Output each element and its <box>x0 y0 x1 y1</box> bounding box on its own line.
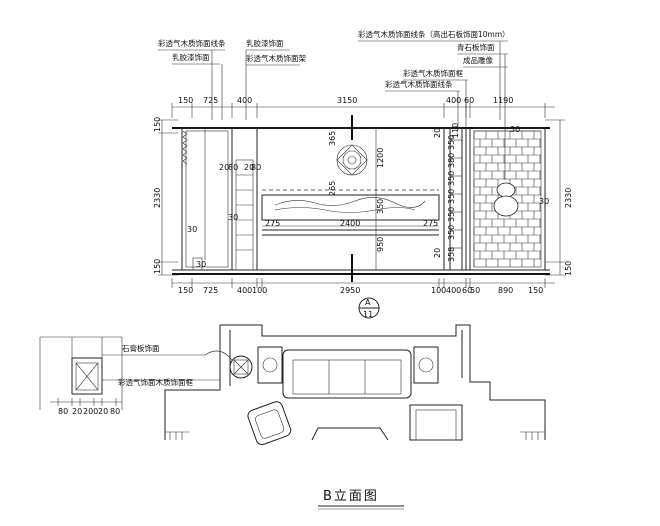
plan-coffee-table <box>311 427 389 441</box>
svg-text:20: 20 <box>219 163 229 172</box>
note-wood-frame-right: 彩透气木质饰面框 <box>403 68 463 78</box>
svg-text:20: 20 <box>433 128 442 138</box>
svg-text:30: 30 <box>196 260 206 269</box>
svg-text:890: 890 <box>498 286 513 295</box>
svg-text:150: 150 <box>528 286 543 295</box>
detail-note-frame: 彩透气饰面木质饰面框 <box>118 377 193 387</box>
svg-text:400: 400 <box>446 286 461 295</box>
plan-left-console <box>257 346 283 384</box>
svg-text:30: 30 <box>228 213 238 222</box>
section-marker-bottom: 11 <box>363 310 373 319</box>
note-statue: 成品雕像 <box>463 55 493 65</box>
note-wood-trim-right: 彩透气木质饰面线条（高出石板饰面10mm） <box>358 29 510 39</box>
svg-text:80: 80 <box>228 163 238 172</box>
plan-sofa <box>282 349 412 399</box>
svg-text:60: 60 <box>462 286 472 295</box>
tv-niche <box>261 194 440 221</box>
svg-text:350: 350 <box>376 199 385 214</box>
svg-text:30: 30 <box>539 197 549 206</box>
note-slate: 青石板饰面 <box>457 42 495 52</box>
svg-text:400: 400 <box>237 286 252 295</box>
top-annotations: 彩透气木质饰面线条 乳胶漆饰面 乳胶漆饰面 彩透气木质饰面架 彩透气木质饰面线条… <box>158 29 510 180</box>
detail-callout: 石膏板饰面 彩透气饰面木质饰面框 80 20 200 20 80 <box>39 336 233 416</box>
svg-text:100: 100 <box>252 286 267 295</box>
dim-top-150: 150 <box>178 96 193 105</box>
shelf-dims: 350 380 350 350 350 350 358 <box>447 135 456 262</box>
note-wood-frame-mid: 彩透气木质饰面架 <box>246 53 306 63</box>
svg-text:80: 80 <box>58 407 68 416</box>
drawing-title-block: B立面图 <box>318 489 404 510</box>
plan-armchair <box>247 401 292 446</box>
svg-text:110: 110 <box>451 123 460 138</box>
dim-top-400: 400 <box>237 96 252 105</box>
dim-top-1190: 1190 <box>493 96 513 105</box>
note-wood-trim-right-2: 彩透气木质饰面线条 <box>385 79 453 89</box>
plan-view <box>164 324 546 446</box>
svg-text:350: 350 <box>447 135 456 150</box>
svg-text:80: 80 <box>110 407 120 416</box>
elevation: 30 30 20 80 20 80 30 <box>172 115 550 282</box>
svg-text:30: 30 <box>187 225 197 234</box>
svg-text:20: 20 <box>244 163 254 172</box>
svg-text:358: 358 <box>447 247 456 262</box>
left-wall-bay <box>181 127 233 271</box>
svg-text:350: 350 <box>447 207 456 222</box>
svg-text:950: 950 <box>376 237 385 252</box>
dim-left-150-bot: 150 <box>153 259 162 274</box>
svg-text:275: 275 <box>423 219 438 228</box>
svg-text:2950: 2950 <box>340 286 360 295</box>
plan-right-console <box>413 346 439 384</box>
dim-top-400b: 400 <box>446 96 461 105</box>
dim-top-725: 725 <box>203 96 218 105</box>
statue <box>493 182 519 217</box>
section-marker-top: A <box>365 298 371 307</box>
svg-text:350: 350 <box>447 225 456 240</box>
detail-note-gypsum: 石膏板饰面 <box>122 343 160 353</box>
svg-text:20: 20 <box>98 407 108 416</box>
slate-wall <box>469 127 546 271</box>
svg-text:150: 150 <box>178 286 193 295</box>
dim-left-150-top: 150 <box>153 117 162 132</box>
svg-text:100: 100 <box>431 286 446 295</box>
feature-wall <box>256 127 445 271</box>
medallion-ornament <box>336 144 368 176</box>
note-latex-mid: 乳胶漆饰面 <box>246 38 284 48</box>
note-latex-left: 乳胶漆饰面 <box>172 52 210 62</box>
svg-text:50: 50 <box>470 286 480 295</box>
dim-right-2330: 2330 <box>564 188 573 208</box>
note-wood-trim-left: 彩透气木质饰面线条 <box>158 38 226 48</box>
svg-text:30: 30 <box>510 125 520 134</box>
svg-text:365: 365 <box>328 131 337 146</box>
svg-text:80: 80 <box>251 163 261 172</box>
left-dimension-chain: 150 2330 150 <box>153 117 178 276</box>
svg-text:725: 725 <box>203 286 218 295</box>
section-marker: A 11 <box>358 297 380 319</box>
dim-top-3150: 3150 <box>337 96 357 105</box>
dim-top-60: 60 <box>464 96 474 105</box>
detail-box-outer <box>71 357 103 395</box>
svg-text:380: 380 <box>447 153 456 168</box>
detail-callout-circle <box>229 355 253 379</box>
svg-text:1200: 1200 <box>376 148 385 168</box>
svg-text:265: 265 <box>328 181 337 196</box>
bottom-dimension-chain: 150 725 400 100 2950 100 400 60 50 890 1… <box>171 278 555 295</box>
svg-text:200: 200 <box>83 407 98 416</box>
svg-text:275: 275 <box>265 219 280 228</box>
drawing-title: B立面图 <box>323 489 379 504</box>
right-dimension-chain: 2330 150 <box>545 119 573 276</box>
dim-left-2330: 2330 <box>153 188 162 208</box>
svg-text:350: 350 <box>447 189 456 204</box>
svg-text:350: 350 <box>447 171 456 186</box>
dim-right-150: 150 <box>564 261 573 276</box>
top-dimension-chain: 150 725 400 3150 400 60 1190 <box>171 96 555 118</box>
svg-text:2400: 2400 <box>340 219 360 228</box>
svg-text:20: 20 <box>72 407 82 416</box>
svg-text:20: 20 <box>433 248 442 258</box>
